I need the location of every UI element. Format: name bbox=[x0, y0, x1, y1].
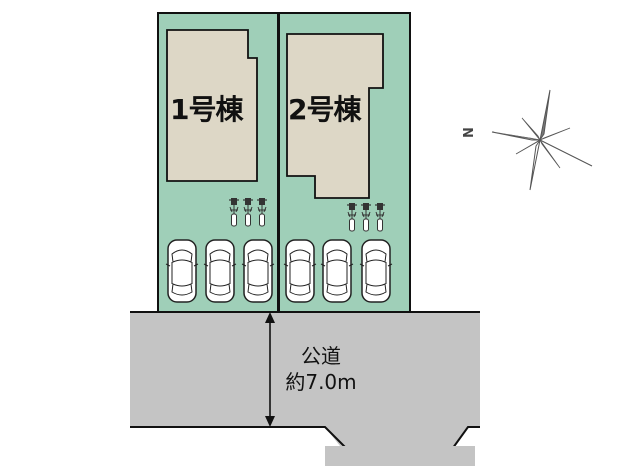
north-indicator: N bbox=[461, 127, 477, 138]
building-1-footprint bbox=[166, 29, 258, 182]
compass-rose-icon bbox=[491, 89, 593, 191]
building-1-label: 1号棟 bbox=[170, 93, 243, 126]
parking-lot-1 bbox=[165, 239, 275, 303]
road-label: 公道 約7.0m bbox=[276, 343, 366, 395]
road-width-arrow bbox=[265, 312, 275, 427]
road-type: 公道 bbox=[301, 344, 341, 368]
building-2-label: 2号棟 bbox=[288, 93, 361, 126]
parking-lot-2 bbox=[283, 239, 393, 303]
building-2-footprint bbox=[286, 33, 384, 199]
road-width: 約7.0m bbox=[285, 370, 357, 394]
